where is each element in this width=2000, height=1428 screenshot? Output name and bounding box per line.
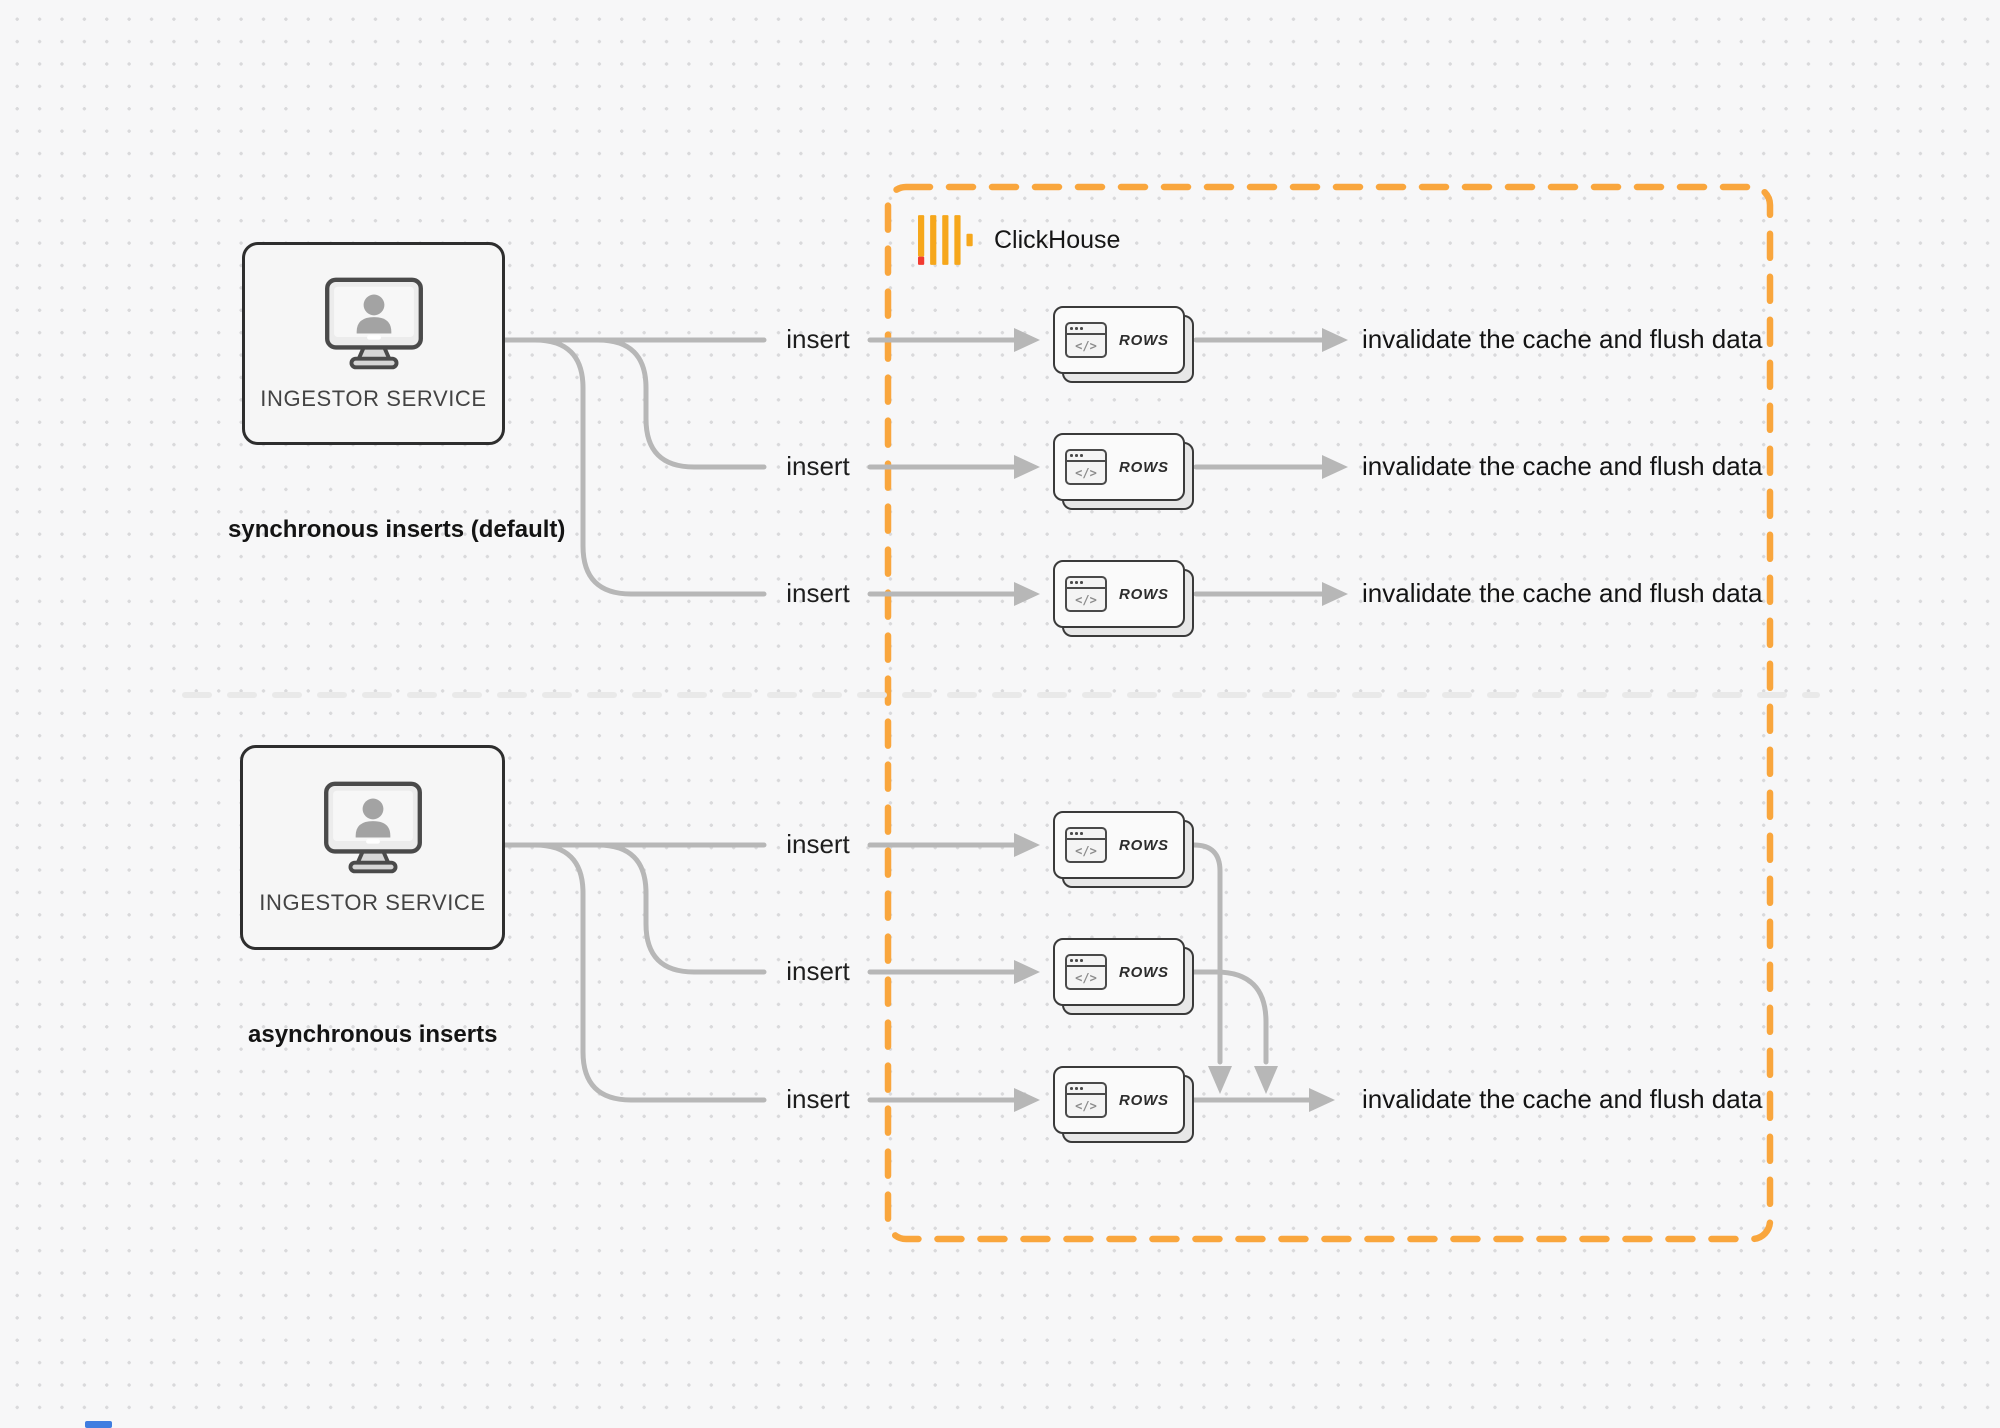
clickhouse-boundary-box xyxy=(884,183,1774,1243)
clipped-blue-element xyxy=(85,1421,112,1428)
result-label: invalidate the cache and flush data xyxy=(1362,451,1763,481)
rows-table-card: </> ROWS xyxy=(1053,1066,1194,1143)
arrowhead-icon xyxy=(1014,455,1040,479)
result-label: invalidate the cache and flush data xyxy=(1362,578,1763,608)
code-window-icon: </> xyxy=(1065,449,1107,485)
insert-label: insert xyxy=(786,324,850,354)
result-label: invalidate the cache and flush data xyxy=(1362,324,1763,354)
clickhouse-header: ClickHouse xyxy=(918,214,1120,266)
arrowhead-icon xyxy=(1322,455,1348,479)
rows-label: ROWS xyxy=(1119,585,1169,603)
arrowhead-down-icon xyxy=(1254,1066,1278,1094)
arrowhead-icon xyxy=(1322,582,1348,606)
arrowhead-icon xyxy=(1014,960,1040,984)
clickhouse-title: ClickHouse xyxy=(994,225,1121,254)
ingestor-service-box-async: INGESTOR SERVICE xyxy=(240,745,505,950)
sync-connectors xyxy=(502,328,1348,606)
async-connectors xyxy=(502,833,1335,1112)
monitor-user-icon xyxy=(323,781,422,873)
service-label: INGESTOR SERVICE xyxy=(259,889,486,915)
service-label: INGESTOR SERVICE xyxy=(260,385,487,411)
rows-table-card: </> ROWS xyxy=(1053,433,1194,510)
arrowhead-icon xyxy=(1322,328,1348,352)
rows-label: ROWS xyxy=(1119,963,1169,981)
rows-table-card: </> ROWS xyxy=(1053,811,1194,888)
rows-table-card: </> ROWS xyxy=(1053,938,1194,1015)
code-window-icon: </> xyxy=(1065,954,1107,990)
rows-table-card: </> ROWS xyxy=(1053,306,1194,383)
clickhouse-logo-icon xyxy=(918,215,973,265)
insert-label: insert xyxy=(786,1084,850,1114)
ingestor-service-box-sync: INGESTOR SERVICE xyxy=(242,242,505,445)
arrowhead-icon xyxy=(1014,1088,1040,1112)
arrowhead-down-icon xyxy=(1208,1066,1232,1094)
code-window-icon: </> xyxy=(1065,576,1107,612)
code-window-icon: </> xyxy=(1065,1082,1107,1118)
arrowhead-icon xyxy=(1309,1088,1335,1112)
arrowhead-icon xyxy=(1014,328,1040,352)
insert-label: insert xyxy=(786,956,850,986)
code-window-icon: </> xyxy=(1065,322,1107,358)
rows-label: ROWS xyxy=(1119,331,1169,349)
insert-label: insert xyxy=(786,578,850,608)
arrowhead-icon xyxy=(1014,833,1040,857)
insert-label: insert xyxy=(786,829,850,859)
async-caption: asynchronous inserts xyxy=(248,1021,498,1048)
insert-label: insert xyxy=(786,451,850,481)
sync-caption: synchronous inserts (default) xyxy=(228,516,566,543)
result-label: invalidate the cache and flush data xyxy=(1362,1084,1763,1114)
monitor-user-icon xyxy=(324,277,423,369)
rows-label: ROWS xyxy=(1119,836,1169,854)
rows-label: ROWS xyxy=(1119,458,1169,476)
rows-label: ROWS xyxy=(1119,1091,1169,1109)
rows-table-card: </> ROWS xyxy=(1053,560,1194,637)
code-window-icon: </> xyxy=(1065,827,1107,863)
arrowhead-icon xyxy=(1014,582,1040,606)
